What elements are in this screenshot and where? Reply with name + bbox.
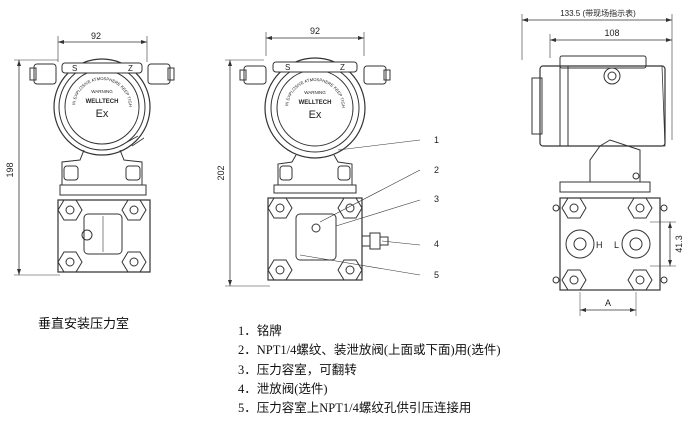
svg-text:WELLTECH: WELLTECH xyxy=(299,100,332,106)
caption-vertical-install: 垂直安装压力室 xyxy=(38,316,130,331)
front-view-vertical: 92 198 S Z IN EXPLOSIVE ATMOSPHERE KEEP … xyxy=(5,31,175,276)
brand-logo-text: WELLTECH xyxy=(86,99,119,105)
ex-mark: Ex xyxy=(96,108,109,120)
dim-port-spacing: 41.3 xyxy=(674,235,684,253)
svg-text:5: 5 xyxy=(434,270,439,280)
legend-item: 2．NPT1/4螺纹、装泄放阀(上面或下面)用(选件) xyxy=(238,343,501,358)
svg-text:2: 2 xyxy=(434,165,439,175)
svg-text:3: 3 xyxy=(434,194,439,204)
side-view: 133.5 (带现场指示表) 108 H L xyxy=(521,8,684,316)
svg-text:WARNING: WARNING xyxy=(91,89,113,94)
dim-width-1: 92 xyxy=(91,31,101,41)
dim-width-2: 92 xyxy=(310,26,320,36)
dim-height-2: 202 xyxy=(216,165,226,180)
legend-item: 1．铭牌 xyxy=(238,324,282,338)
svg-text:S: S xyxy=(285,63,290,72)
svg-text:S: S xyxy=(72,64,77,73)
svg-text:4: 4 xyxy=(434,239,439,249)
parts-legend: 1．铭牌 2．NPT1/4螺纹、装泄放阀(上面或下面)用(选件) 3．压力容室，… xyxy=(238,322,501,418)
legend-item: 5．压力容室上NPT1/4螺纹孔供引压连接用 xyxy=(238,401,472,416)
dim-height-1: 198 xyxy=(5,162,15,177)
svg-text:Ex: Ex xyxy=(309,109,322,121)
svg-text:Z: Z xyxy=(340,63,345,72)
legend-item: 4．泄放阀(选件) xyxy=(238,381,328,396)
svg-text:WARNING: WARNING xyxy=(304,90,326,95)
svg-text:Z: Z xyxy=(128,64,133,73)
dim-label-A: A xyxy=(605,298,611,308)
legend-item: 3．压力容室，可翻转 xyxy=(238,362,357,377)
port-label-H: H xyxy=(596,240,603,250)
callout-numbers: 1 2 3 4 5 xyxy=(434,135,439,280)
port-label-L: L xyxy=(614,240,619,250)
svg-text:1: 1 xyxy=(434,135,439,145)
front-view-exploded: 92 202 S Z IN EXPLOSIVE ATMOSPHERE KEEP … xyxy=(216,26,421,287)
dim-total-depth: 133.5 (带现场指示表) xyxy=(560,8,636,18)
dim-body-depth: 108 xyxy=(604,28,619,38)
